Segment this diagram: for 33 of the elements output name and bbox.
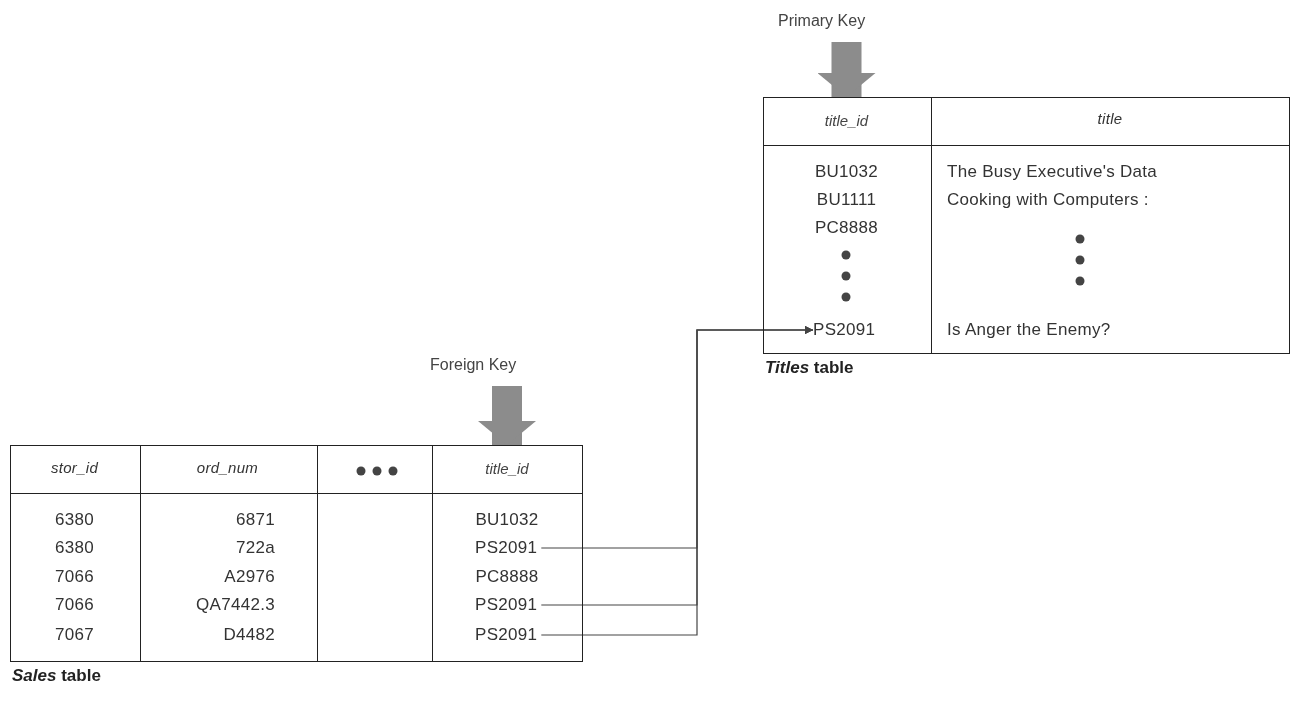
- table-caption: Titles table: [765, 358, 854, 378]
- key-label: Foreign Key: [430, 356, 517, 374]
- cell-text: PS2091: [475, 594, 538, 616]
- cell-text: 6380: [54, 537, 95, 559]
- cell-text: The Busy Executive's Data: [947, 161, 1158, 183]
- cell-text: 7066: [54, 594, 95, 616]
- cell-text: 7066: [54, 566, 95, 588]
- cell-text: BU1032: [813, 161, 880, 183]
- column-header: stor_id: [49, 458, 100, 478]
- cell-text: BU1032: [474, 509, 540, 531]
- cell-text: 722a: [234, 537, 275, 559]
- cell-text: D4482: [222, 624, 275, 646]
- cell-text: 6871: [234, 509, 275, 531]
- key-label: Primary Key: [778, 12, 866, 30]
- cell-text: 7067: [54, 624, 95, 646]
- cell-text: PC8888: [474, 566, 540, 588]
- cell-text: 6380: [54, 509, 95, 531]
- column-header: ord_num: [195, 458, 260, 478]
- arrow: [478, 386, 536, 445]
- cell-text: Is Anger the Enemy?: [947, 319, 1111, 341]
- cell-text: Cooking with Computers :: [947, 189, 1149, 211]
- cell-text: PS2091: [475, 537, 538, 559]
- column-header: title_id: [431, 445, 583, 492]
- cell-text: PC8888: [813, 217, 880, 239]
- cell-text: A2976: [223, 566, 275, 588]
- table-caption: Sales table: [12, 666, 101, 686]
- cell-text: BU1111: [815, 189, 878, 211]
- column-header: title_id: [763, 97, 930, 144]
- column-header: title: [1096, 109, 1124, 129]
- cell-text: QA7442.3: [195, 594, 275, 616]
- arrow: [817, 42, 876, 97]
- cell-text: PS2091: [475, 624, 538, 646]
- cell-text: PS2091: [813, 319, 876, 341]
